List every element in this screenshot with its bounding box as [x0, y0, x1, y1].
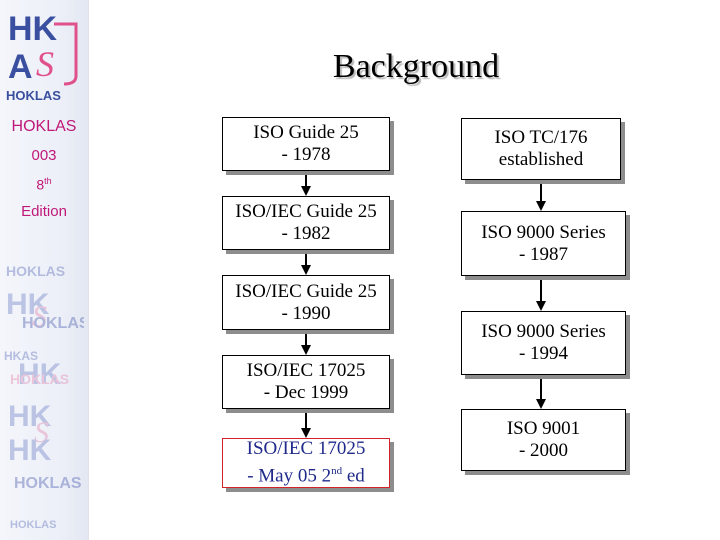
- svg-text:HK: HK: [8, 400, 52, 433]
- box-line-2: established: [498, 149, 584, 170]
- box-line-2: - 2000: [518, 440, 569, 461]
- box-line-1: ISO 9000 Series: [481, 321, 606, 342]
- svg-text:S: S: [34, 416, 49, 449]
- hoklas-logo-icon: HK A S: [8, 10, 78, 86]
- sidebar: HK A S HOKLAS HOKLAS 003 8th Edition HOK…: [0, 0, 89, 540]
- flow-box-iso-iec-guide-25-1990: ISO/IEC Guide 25 - 1990: [222, 275, 390, 330]
- box-line-1: ISO Guide 25: [253, 122, 359, 143]
- box-line-1: ISO/IEC Guide 25: [235, 280, 377, 302]
- edition-number: 8th: [0, 176, 88, 193]
- svg-text:HK: HK: [8, 434, 52, 467]
- box-line-2: - 1987: [518, 243, 569, 265]
- svg-text:HK: HK: [8, 10, 58, 48]
- box-line-2-start: - May 05 2: [247, 465, 332, 487]
- logo-wordmark: HOKLAS: [6, 88, 61, 103]
- box-line-2-end: ed: [342, 465, 365, 487]
- svg-text:S: S: [32, 300, 47, 333]
- flow-box-iso-iec-17025-1999: ISO/IEC 17025 - Dec 1999: [222, 355, 390, 409]
- flow-box-iso-tc176: ISO TC/176 established: [461, 118, 621, 180]
- svg-text:S: S: [36, 44, 54, 84]
- svg-text:HOKLAS: HOKLAS: [14, 475, 82, 492]
- flow-box-iso-9001-2000: ISO 9001 - 2000: [461, 409, 626, 471]
- watermark-logos-icon: HOKLAS HK S HOKLAS HKAS HK HOKLAS HK S H…: [4, 263, 84, 531]
- ordinal-suffix: nd: [331, 465, 343, 478]
- box-line-1: ISO/IEC 17025: [246, 438, 366, 460]
- box-line-2: - May 05 2nd ed: [223, 460, 389, 487]
- svg-text:HKAS: HKAS: [4, 349, 38, 363]
- box-line-1: ISO/IEC 17025: [246, 360, 366, 381]
- box-line-1: ISO 9000 Series: [481, 221, 606, 243]
- edition-label: Edition: [21, 203, 67, 220]
- document-number: 003: [31, 147, 57, 164]
- svg-text:HOKLAS: HOKLAS: [22, 315, 84, 332]
- box-line-2: - 1982: [281, 223, 331, 244]
- box-line-1: ISO/IEC Guide 25: [235, 201, 377, 222]
- box-line-2: - Dec 1999: [263, 382, 349, 403]
- document-name: HOKLAS: [11, 118, 77, 135]
- slide-title: Background: [332, 48, 500, 85]
- box-line-1: ISO 9001: [506, 418, 581, 439]
- flow-box-iso-iec-17025-2005: ISO/IEC 17025 - May 05 2nd ed: [222, 438, 390, 488]
- edition-number-value: 8: [36, 176, 45, 193]
- flow-box-iso-9000-1987: ISO 9000 Series - 1987: [461, 211, 626, 276]
- svg-text:HOKLAS: HOKLAS: [10, 519, 56, 531]
- box-line-2: - 1990: [281, 302, 331, 324]
- flow-box-iso-guide-25-1978: ISO Guide 25 - 1978: [222, 117, 390, 171]
- svg-text:HK: HK: [6, 288, 50, 321]
- box-line-2: - 1994: [518, 343, 569, 364]
- svg-text:HOKLAS: HOKLAS: [6, 263, 65, 279]
- box-line-1: ISO TC/176: [494, 127, 588, 148]
- svg-text:A: A: [8, 48, 33, 86]
- box-line-2: - 1978: [281, 144, 331, 165]
- title-area: Background: [0, 0, 720, 100]
- svg-text:HOKLAS: HOKLAS: [10, 371, 69, 387]
- svg-text:HK: HK: [18, 358, 62, 391]
- flow-box-iso-9000-1994: ISO 9000 Series - 1994: [461, 311, 626, 375]
- flow-box-iso-iec-guide-25-1982: ISO/IEC Guide 25 - 1982: [222, 196, 390, 250]
- edition-suffix: th: [44, 176, 52, 186]
